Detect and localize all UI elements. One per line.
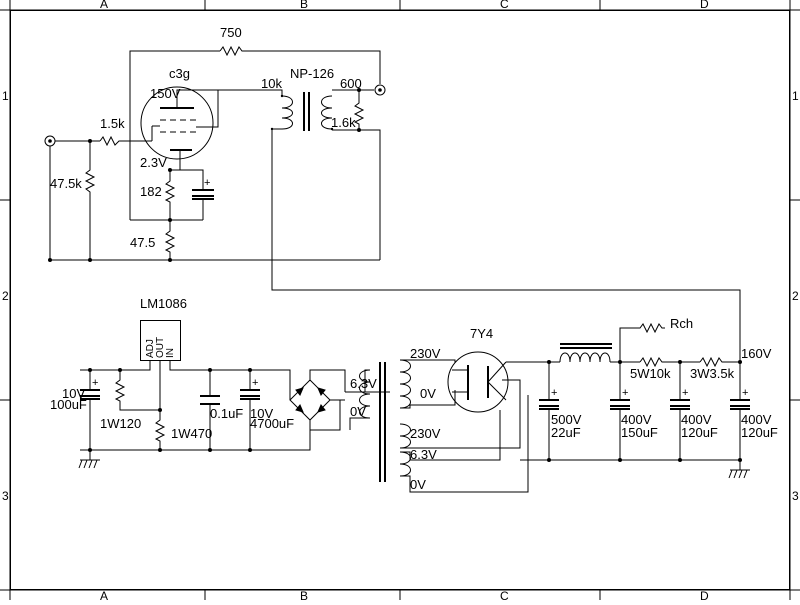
heater-supply-labels: LM1086 10V 100uF 1W120 1W470 0.1uF 10V 4…	[50, 296, 294, 441]
amplifier-labels: 750 c3g 150V 1.5k 2.3V 47.5k 182 47.5 NP…	[50, 25, 362, 250]
regulator-label: LM1086	[140, 296, 187, 311]
row-label-right-2: 2	[792, 289, 799, 303]
power-transformer-heater-secondary-icon	[399, 451, 411, 477]
tx-6v3-bottom-label: 6.3V	[410, 447, 437, 462]
row-label-right-1: 1	[792, 89, 799, 103]
grid-resistor-label: 1.5k	[100, 116, 125, 131]
power-transformer-heater-winding-icon	[359, 369, 371, 419]
3w35k-resistor-icon	[699, 356, 740, 368]
bridge-rectifier-icon	[289, 379, 331, 421]
amplifier-stage: +	[44, 45, 741, 360]
tx-230v-top-label: 230V	[410, 346, 441, 361]
b-plus-label: 160V	[741, 346, 772, 361]
col-label-top-a: A	[100, 0, 108, 11]
filter-cap-4-value-label: 120uF	[741, 425, 778, 440]
heater-supply: ADJ OUT IN + +	[78, 320, 390, 469]
bottom-resistor-label: 47.5	[130, 235, 155, 250]
rectifier-label: 7Y4	[470, 326, 493, 341]
secondary-impedance-label: 600	[340, 76, 362, 91]
regulator-r1-icon	[114, 370, 160, 411]
col-label-top-d: D	[700, 0, 709, 11]
regulator-pin-adj: ADJ	[145, 339, 156, 358]
filter-cap-1-voltage-label: 500V	[551, 412, 582, 427]
primary-impedance-label: 10k	[261, 76, 282, 91]
filter-cap-2-value-label: 150uF	[621, 425, 658, 440]
filter-cap-3-voltage-label: 400V	[681, 412, 712, 427]
power-transformer-primary-icon	[399, 359, 411, 409]
input-cap-voltage-label: 10V	[250, 406, 273, 421]
regulator-pin-out: OUT	[155, 337, 166, 358]
col-label-top-c: C	[500, 0, 509, 11]
filter-cap-2-voltage-label: 400V	[621, 412, 652, 427]
bottom-resistor-icon	[164, 220, 176, 260]
tx-0v-top-label: 0V	[350, 404, 366, 419]
cathode-resistor-label: 182	[140, 184, 162, 199]
load-resistor-label: 1.6k	[331, 115, 356, 130]
col-label-bottom-c: C	[500, 589, 509, 600]
regulator-icon	[140, 320, 181, 361]
cathode-resistor-icon	[164, 170, 176, 220]
svg-text:+: +	[742, 387, 748, 399]
rch-resistor-icon	[619, 322, 665, 362]
feedback-resistor-icon	[219, 45, 381, 84]
output-cap-voltage-label: 10V	[62, 386, 85, 401]
tx-230v-bottom-label: 230V	[410, 426, 441, 441]
tx-6v3-top-label: 6.3V	[350, 376, 377, 391]
svg-text:+: +	[252, 377, 258, 389]
col-label-bottom-b: B	[300, 589, 308, 600]
input-resistor-label: 47.5k	[50, 176, 82, 191]
transformer-label: NP-126	[290, 66, 334, 81]
filter-cap-3-value-label: 120uF	[681, 425, 718, 440]
row-label-left-2: 2	[2, 289, 9, 303]
5w10k-resistor-icon	[639, 356, 700, 368]
input-resistor-icon	[84, 141, 96, 260]
row-label-left-1: 1	[2, 89, 9, 103]
load-resistor-icon	[353, 90, 365, 130]
tx-0v-bottom-label: 0V	[410, 477, 426, 492]
triode-tube-icon	[140, 86, 214, 160]
svg-text:+: +	[204, 177, 210, 189]
hv-supply: + + + +	[349, 322, 750, 493]
col-label-bottom-a: A	[100, 589, 108, 600]
plate-voltage-label: 150V	[150, 86, 181, 101]
svg-text:+: +	[622, 387, 628, 399]
grid-resistor-icon	[99, 135, 140, 147]
ground-bus	[49, 146, 380, 261]
3w35k-label: 3W3.5k	[690, 366, 735, 381]
filter-cap-4-voltage-label: 400V	[741, 412, 772, 427]
feedback-resistor-label: 750	[220, 25, 242, 40]
rch-label: Rch	[670, 316, 693, 331]
5w10k-label: 5W10k	[630, 366, 671, 381]
regulator-r2-icon	[154, 410, 166, 450]
regulator-r2-label: 1W470	[171, 426, 212, 441]
output-cap-value-label: 100uF	[50, 397, 87, 412]
svg-text:+: +	[551, 387, 557, 399]
hv-supply-labels: 6.3V 0V 230V 0V 230V 6.3V 0V 7Y4 500V 22…	[350, 316, 778, 492]
filter-cap-1-value-label: 22uF	[551, 425, 581, 440]
svg-text:+: +	[92, 377, 98, 389]
choke-icon	[559, 352, 611, 363]
row-label-left-3: 3	[2, 489, 9, 503]
row-label-right-3: 3	[792, 489, 799, 503]
tube-label: c3g	[169, 66, 190, 81]
col-label-bottom-d: D	[700, 589, 709, 600]
output-transformer-secondary-icon	[321, 95, 333, 130]
rectifier-tube-icon	[447, 351, 509, 413]
input-cap-value-label: 4700uF	[250, 416, 294, 431]
svg-text:+: +	[682, 387, 688, 399]
tx-0v-mid-label: 0V	[420, 386, 436, 401]
output-transformer-primary-icon	[281, 95, 293, 130]
regulator-pin-in: IN	[165, 348, 176, 358]
output-jack-icon	[374, 84, 386, 96]
cathode-voltage-label: 2.3V	[140, 155, 167, 170]
regulator-r1-label: 1W120	[100, 416, 141, 431]
col-label-top-b: B	[300, 0, 308, 11]
film-cap-label: 0.1uF	[210, 406, 243, 421]
